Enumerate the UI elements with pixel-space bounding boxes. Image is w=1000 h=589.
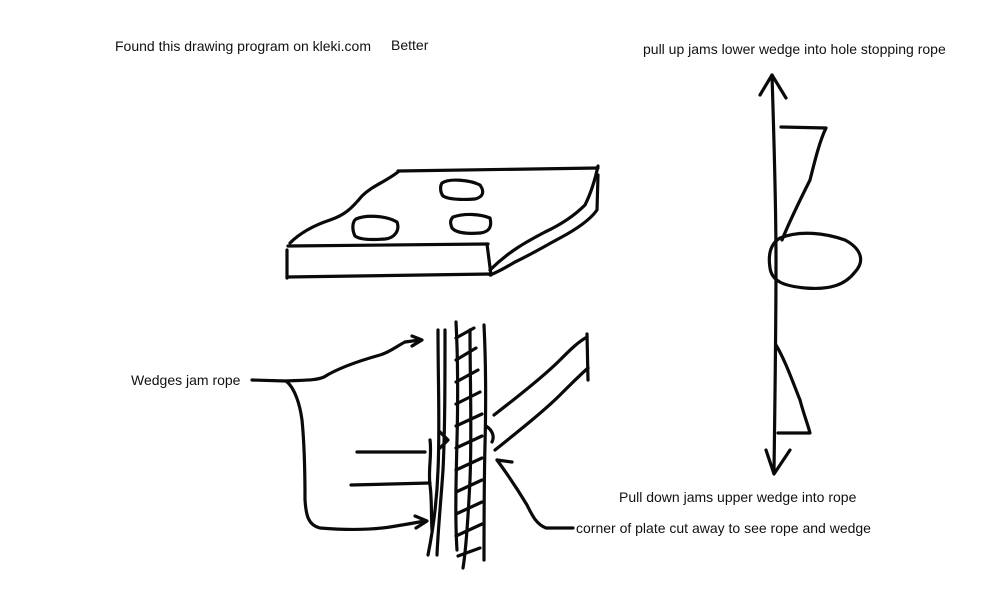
plate-right-side-top	[488, 164, 600, 272]
caption-pull-up: pull up jams lower wedge into hole stopp…	[643, 41, 946, 57]
plate-hole-top	[439, 178, 485, 201]
wedge-pointer-line-2	[349, 481, 432, 487]
arrow-down-head	[764, 448, 792, 476]
leader-wedges-jam-rope	[250, 378, 410, 531]
rope-center-strand	[461, 328, 473, 570]
plate-hole-right	[449, 212, 493, 235]
caption-corner-cut-away: corner of plate cut away to see rope and…	[576, 520, 871, 536]
upper-wedge-diagonal-bottom	[493, 366, 590, 452]
upper-wedge-diagonal-top	[492, 335, 589, 417]
plate-hole-left	[351, 214, 400, 242]
arrow-wedges-upper	[403, 334, 424, 348]
plate-left-edge	[288, 170, 400, 245]
lower-wedge-outline	[774, 343, 812, 435]
plate-right-side-bottom	[488, 173, 600, 277]
plate-top-back-edge	[396, 166, 600, 173]
plate-front-top-edge	[286, 242, 490, 248]
cutaway-rope-wedge-sketch	[250, 320, 590, 570]
rope-right-strand	[482, 323, 488, 562]
caption-pull-down: Pull down jams upper wedge into rope	[619, 489, 857, 505]
plate-front-right-edge	[485, 242, 493, 277]
belay-plate-sketch	[285, 164, 600, 280]
arrow-wedges-lower	[406, 514, 429, 530]
plate-front-bottom-edge	[285, 272, 493, 279]
leader-corner-cut-away	[495, 458, 575, 530]
vertical-rope-sketch	[758, 73, 863, 476]
caption-wedges-jam-rope: Wedges jam rope	[131, 372, 241, 388]
upper-wedge-back	[585, 332, 590, 382]
rope-left-strand	[454, 320, 460, 552]
center-blob-outline	[767, 231, 863, 291]
wedge-tip-left	[438, 430, 450, 450]
lower-wedge-left	[427, 438, 434, 532]
vertical-rope-line	[770, 73, 778, 472]
leader-corner-arrow	[495, 458, 514, 464]
arrow-up-head	[758, 73, 788, 100]
caption-found-program: Found this drawing program on kleki.com	[115, 38, 372, 54]
upper-wedge-outline	[779, 125, 828, 242]
wedge-contact-notch	[484, 424, 495, 444]
caption-better: Better	[391, 37, 429, 53]
plate-cut-line-left-inner	[435, 328, 447, 557]
leader-wedges-upper	[284, 340, 407, 383]
